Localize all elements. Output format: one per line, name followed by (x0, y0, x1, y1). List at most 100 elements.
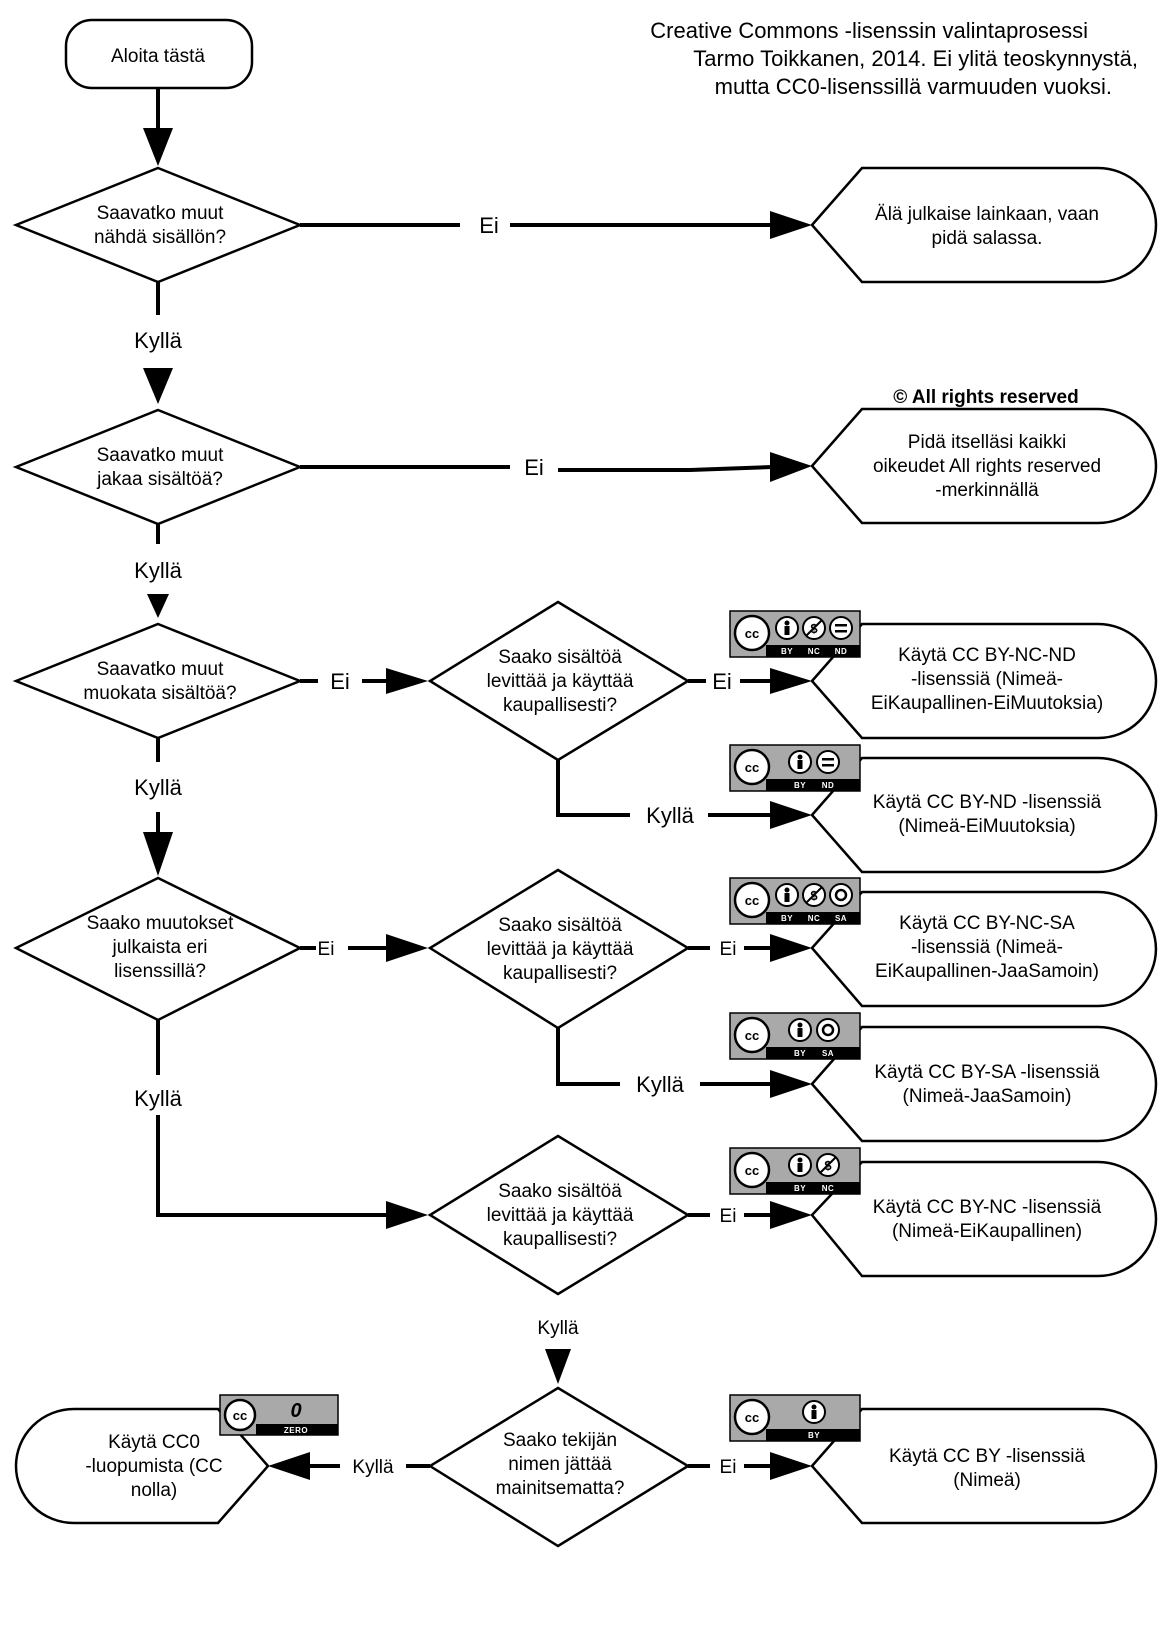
result-bysa-line-2: (Nimeä-JaaSamoin) (903, 1086, 1072, 1107)
decision-q2-line-1: Saavatko muut (97, 445, 224, 466)
result-all-rights-reserved: Pidä itselläsi kaikki oikeudet All right… (810, 407, 1158, 525)
cc-by-nc-sa-badge: cc $ BY NC SA (729, 877, 861, 925)
badge-code-by: BY (794, 781, 806, 790)
result-by-nc: Käytä CC BY-NC -lisenssiä (Nimeä-EiKaupa… (810, 1160, 1158, 1278)
all-rights-reserved-label: © All rights reserved (893, 387, 1078, 408)
cc-icon: cc (745, 760, 759, 775)
decision-q5-line-2: levittää ja käyttää (487, 671, 634, 692)
edge-label-q6-yes: Kyllä (636, 1072, 684, 1097)
decision-q3-line-2: muokata sisältöä? (83, 683, 236, 704)
badge-code-by: BY (781, 914, 793, 923)
decision-q3-line-1: Saavatko muut (97, 659, 224, 680)
title-line-2: Tarmo Toikkanen, 2014. Ei ylitä teoskynn… (693, 46, 1138, 71)
decision-q4: Saako muutokset julkaista eri lisenssill… (13, 876, 303, 1022)
edge-label-q7-yes: Kyllä (537, 1318, 579, 1339)
result-arr-line-2: oikeudet All rights reserved (873, 456, 1101, 477)
title-line-3: mutta CC0-lisenssillä varmuuden vuoksi. (715, 74, 1112, 99)
badge-code-by: BY (781, 647, 793, 656)
decision-q5-line-3: kaupallisesti? (503, 695, 617, 716)
decision-q8-line-2: nimen jättää (508, 1454, 612, 1475)
result-bysa-line-1: Käytä CC BY-SA -lisenssiä (874, 1062, 1100, 1083)
result-byncsa-line-3: EiKaupallinen-JaaSamoin) (875, 961, 1099, 982)
edge-label-q3-yes: Kyllä (134, 775, 182, 800)
decision-q6: Saako sisältöä levittää ja käyttää kaupa… (427, 868, 691, 1030)
cc-by-nc-badge: cc $ BY NC (729, 1147, 861, 1195)
result-by-sa: Käytä CC BY-SA -lisenssiä (Nimeä-JaaSamo… (810, 1025, 1158, 1143)
decision-q5-line-1: Saako sisältöä (498, 647, 622, 668)
result-private: Älä julkaise lainkaan, vaan pidä salassa… (810, 166, 1158, 284)
badge-code-nc: NC (822, 1184, 835, 1193)
result-bynd-line-2: (Nimeä-EiMuutoksia) (898, 816, 1075, 837)
badge-code-by: BY (794, 1049, 806, 1058)
decision-q4-line-3: lisenssillä? (114, 961, 206, 982)
cc-icon: cc (233, 1408, 247, 1423)
decision-q1-line-1: Saavatko muut (97, 203, 224, 224)
edge-label-q3-no: Ei (330, 669, 350, 694)
edge-label-q8-yes: Kyllä (352, 1457, 394, 1478)
decision-q6-line-2: levittää ja käyttää (487, 939, 634, 960)
result-cc0: Käytä CC0 -luopumista (CC nolla) (14, 1407, 270, 1525)
badge-code-zero: ZERO (284, 1426, 308, 1435)
decision-q7-line-3: kaupallisesti? (503, 1229, 617, 1250)
edge-label-q1-yes: Kyllä (134, 328, 182, 353)
cc-by-sa-badge: cc BY SA (729, 1012, 861, 1060)
edge-label-q5-no: Ei (712, 669, 732, 694)
decision-q7-line-1: Saako sisältöä (498, 1181, 622, 1202)
badge-code-nc: NC (808, 647, 821, 656)
diagram-title: Creative Commons -lisenssin valintaprose… (650, 18, 1138, 99)
result-cc0-line-3: nolla) (131, 1480, 177, 1501)
cc-icon: cc (745, 1410, 759, 1425)
nd-equals-icon (829, 616, 853, 640)
edge-label-q7-no: Ei (720, 1206, 737, 1227)
decision-q1: Saavatko muut nähdä sisällön? (12, 166, 304, 284)
result-byncnd-line-3: EiKaupallinen-EiMuutoksia) (871, 693, 1103, 714)
edge-label-q2-no: Ei (524, 455, 544, 480)
cc-icon: cc (745, 1028, 759, 1043)
result-cc0-line-2: -luopumista (CC (85, 1456, 222, 1477)
result-arr-line-3: -merkinnällä (935, 480, 1039, 501)
nd-equals-icon (816, 750, 840, 774)
badge-code-nd: ND (835, 647, 848, 656)
badge-code-sa: SA (835, 914, 847, 923)
cc-by-nc-nd-badge: cc $ BY NC ND (729, 610, 861, 658)
decision-q4-line-1: Saako muutokset (87, 913, 235, 934)
result-byncsa-line-1: Käytä CC BY-NC-SA (899, 913, 1075, 934)
cc-by-nd-badge: cc BY ND (729, 744, 861, 792)
decision-q8-line-3: mainitsematta? (496, 1478, 625, 1499)
badge-code-nc: NC (808, 914, 821, 923)
edge-label-q4-yes: Kyllä (134, 1086, 182, 1111)
badge-code-by: BY (808, 1431, 820, 1440)
cc-zero-badge: cc 0 ZERO (219, 1394, 339, 1436)
decision-q5: Saako sisältöä levittää ja käyttää kaupa… (427, 600, 691, 762)
result-byncnd-line-1: Käytä CC BY-NC-ND (898, 645, 1076, 666)
result-by-line-1: Käytä CC BY -lisenssiä (889, 1446, 1085, 1467)
title-line-1: Creative Commons -lisenssin valintaprose… (650, 18, 1088, 43)
result-by: Käytä CC BY -lisenssiä (Nimeä) (810, 1407, 1158, 1525)
result-arr-line-1: Pidä itselläsi kaikki (908, 432, 1066, 453)
sa-share-icon (829, 883, 853, 907)
decision-q6-line-1: Saako sisältöä (498, 915, 622, 936)
result-bync-line-2: (Nimeä-EiKaupallinen) (892, 1221, 1082, 1242)
edge-labels: Ei Kyllä Ei Kyllä Ei Ei Kyllä Kyllä Ei E… (134, 213, 736, 1478)
badge-code-sa: SA (822, 1049, 834, 1058)
result-by-nc-nd: Käytä CC BY-NC-ND -lisenssiä (Nimeä- EiK… (810, 622, 1158, 740)
decision-q7: Saako sisältöä levittää ja käyttää kaupa… (427, 1134, 691, 1296)
cc-icon: cc (745, 1163, 759, 1178)
cc-icon: cc (745, 626, 759, 641)
cc-by-badge: cc BY (729, 1394, 861, 1442)
decision-q3: Saavatko muut muokata sisältöä? (12, 622, 304, 740)
cc-icon: cc (745, 893, 759, 908)
decision-q2: Saavatko muut jakaa sisältöä? (12, 408, 304, 526)
decision-q2-line-2: jakaa sisältöä? (96, 469, 223, 490)
start-node-label: Aloita tästä (111, 46, 205, 67)
decision-q4-line-2: julkaista eri (111, 937, 207, 958)
edge-label-q2-yes: Kyllä (134, 558, 182, 583)
result-private-line-2: pidä salassa. (932, 228, 1043, 249)
badge-code-by: BY (794, 1184, 806, 1193)
result-cc0-line-1: Käytä CC0 (108, 1432, 200, 1453)
start-node: Aloita tästä (64, 18, 254, 90)
decision-q8: Saako tekijän nimen jättää mainitsematta… (427, 1386, 691, 1548)
result-bync-line-1: Käytä CC BY-NC -lisenssiä (873, 1197, 1102, 1218)
decision-q7-line-2: levittää ja käyttää (487, 1205, 634, 1226)
